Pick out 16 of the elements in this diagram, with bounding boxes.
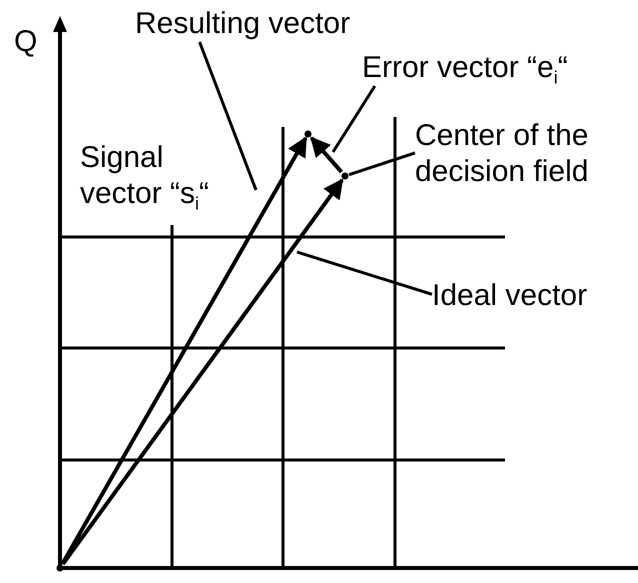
leader-line xyxy=(296,250,432,296)
axis-label: Q xyxy=(14,24,38,60)
callout-text: Center of the decision field xyxy=(415,118,590,190)
vector-point xyxy=(304,130,312,138)
vector-point xyxy=(56,564,64,572)
leader-line xyxy=(332,85,376,153)
callout-text: Error vector “e$_{i}$“ xyxy=(362,50,569,86)
vector-arrow xyxy=(61,178,344,566)
vector-arrow xyxy=(60,136,308,565)
vector-point xyxy=(341,172,349,180)
callout-text: Resulting vector xyxy=(135,6,352,42)
vector-label: Signal vector “s$_{i}$“ xyxy=(80,140,210,212)
leader-line xyxy=(198,41,258,191)
leader-line xyxy=(348,152,416,176)
callout-text: Ideal vector xyxy=(432,278,588,314)
vector-arrow xyxy=(310,136,343,174)
